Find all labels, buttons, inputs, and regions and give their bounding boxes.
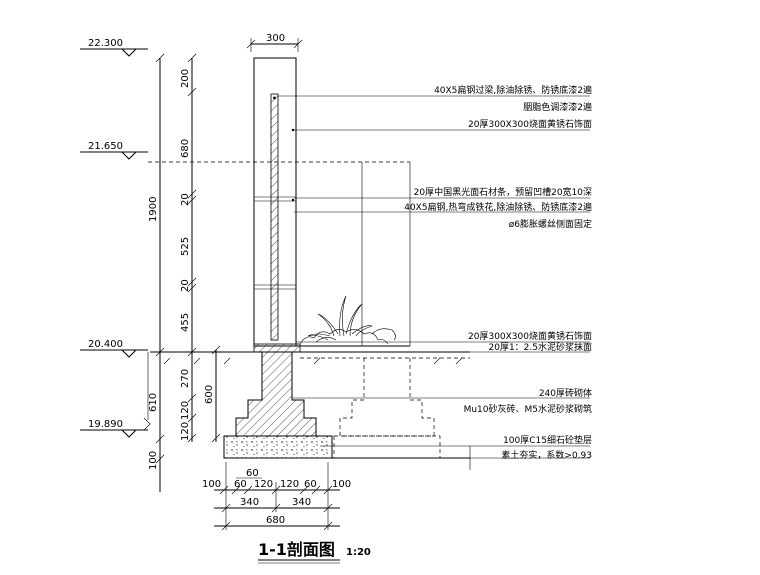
bottom-dimension-chain: 60 100 60 120 120 60 100 340 340 680 xyxy=(202,462,351,531)
dim-60: 60 xyxy=(246,468,259,479)
dashed-foundation xyxy=(333,358,441,459)
dim-100: 100 xyxy=(148,451,159,470)
note-3: 20厚300X300烧面黄锈石饰面 xyxy=(468,118,592,130)
note-7: 20厚300X300烧面黄锈石饰面 xyxy=(468,330,592,342)
stone-pillar xyxy=(253,57,297,347)
elevation-marker-20400: 20.400 xyxy=(80,339,148,358)
material-notes: 40X5扁钢过梁,除油除锈、防锈底漆2遍 胭脂色调漆漆2遍 20厚300X300… xyxy=(404,84,592,461)
elevation-label: 22.300 xyxy=(88,38,123,49)
dim-200: 200 xyxy=(180,69,191,88)
dim-680: 680 xyxy=(266,515,285,526)
vertical-dimension-chain: 1900 610 100 200 680 20 525 20 455 270 1… xyxy=(148,53,221,492)
elevation-marker-19890: 19.890 xyxy=(80,419,148,438)
elevation-label: 19.890 xyxy=(88,419,123,430)
title-text: 1-1剖面图 xyxy=(258,540,335,559)
note-6: ø6膨胀螺丝侧面固定 xyxy=(509,218,592,230)
note-9: 240厚砖砌体 xyxy=(539,387,592,399)
drawing-title: 1-1剖面图 1:20 xyxy=(258,540,371,564)
dim-60: 60 xyxy=(304,479,317,490)
note-10: Mu10砂灰砖、M5水泥砂浆砌筑 xyxy=(464,403,592,415)
concrete-base xyxy=(223,435,470,459)
elevation-marker-22300: 22.300 xyxy=(80,38,148,57)
note-8: 20厚1：2.5水泥砂浆抹面 xyxy=(489,341,593,353)
ground-hatch xyxy=(143,352,463,431)
note-11: 100厚C15细石砼垫层 xyxy=(503,434,592,446)
dim-610: 610 xyxy=(148,393,159,412)
note-4: 20厚中国黑光面石材条，预留凹槽20宽10深 xyxy=(414,186,592,198)
note-1: 40X5扁钢过梁,除油除锈、防锈底漆2遍 xyxy=(434,84,592,96)
note-12: 素土夯实，系数>0.93 xyxy=(501,449,592,461)
leader-lines xyxy=(278,95,590,470)
dim-120: 120 xyxy=(254,479,273,490)
dim-120: 120 xyxy=(280,479,299,490)
dim-60: 60 xyxy=(234,479,247,490)
ground-line xyxy=(150,343,470,359)
dim-100: 100 xyxy=(202,479,221,490)
elevation-label: 20.400 xyxy=(88,339,123,350)
brick-foundation xyxy=(235,351,317,437)
dim-1900: 1900 xyxy=(148,197,159,222)
elevation-label: 21.650 xyxy=(88,141,123,152)
top-dimension: 300 xyxy=(246,33,303,52)
dim-340: 340 xyxy=(240,497,259,508)
dim-20: 20 xyxy=(180,193,191,206)
dim-455: 455 xyxy=(180,313,191,332)
dim-600: 600 xyxy=(204,385,215,404)
dim-525: 525 xyxy=(180,237,191,256)
dim-680: 680 xyxy=(180,139,191,158)
note-5: 40X5扁钢,热弯成铁花,除油除锈、防锈底漆2遍 xyxy=(404,201,592,213)
dim-270: 270 xyxy=(180,369,191,388)
dim-20: 20 xyxy=(180,279,191,292)
dim-120: 120 xyxy=(180,422,191,441)
note-2: 胭脂色调漆漆2遍 xyxy=(523,101,592,113)
dim-300: 300 xyxy=(266,33,285,44)
shrub-planting xyxy=(299,295,396,345)
dim-340: 340 xyxy=(292,497,311,508)
back-screen-outline xyxy=(148,161,411,346)
dim-120: 120 xyxy=(180,401,191,420)
dim-100: 100 xyxy=(332,479,351,490)
elevation-marker-21650: 21.650 xyxy=(80,141,148,160)
scale-text: 1:20 xyxy=(346,547,371,558)
